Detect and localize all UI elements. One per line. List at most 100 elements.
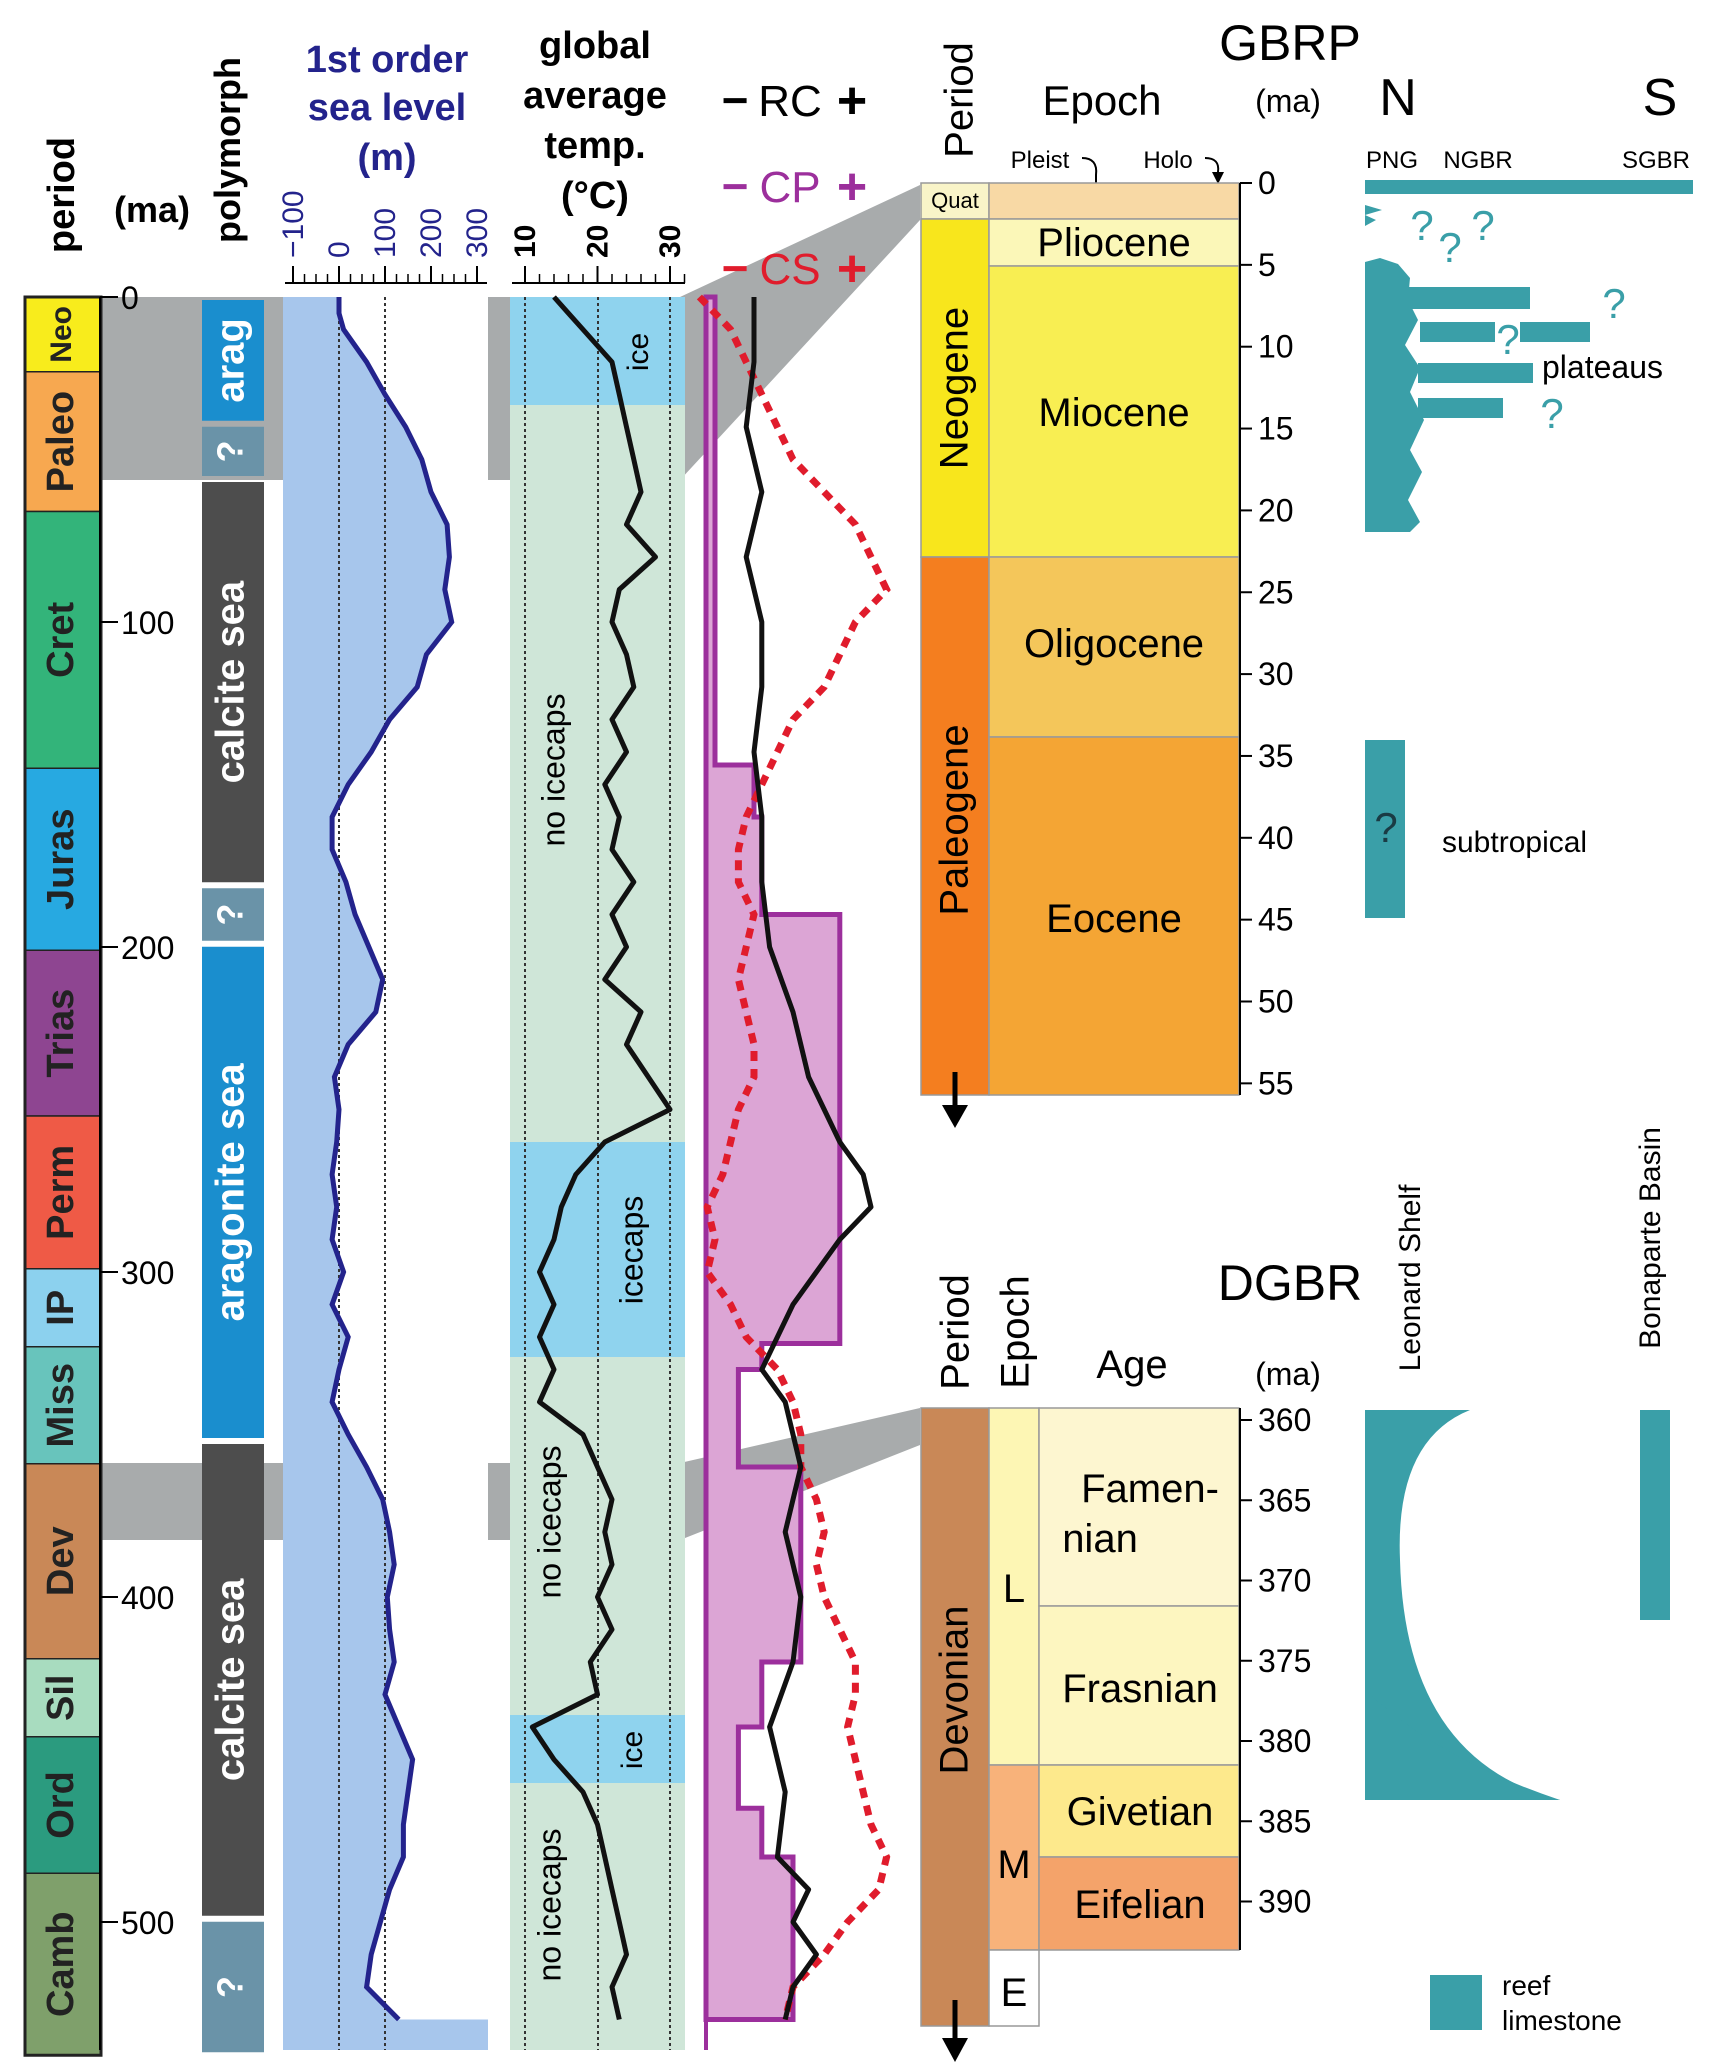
- polymorph-cell: [202, 1444, 264, 1916]
- period-label: Perm: [40, 1145, 82, 1240]
- sea-level-header-3: (m): [357, 137, 416, 179]
- sea-level-tick-label: 100: [369, 208, 402, 258]
- period-cell: [24, 371, 102, 513]
- gbrp-north: N: [1379, 69, 1417, 127]
- period-cell: [24, 1268, 102, 1348]
- devonian-label: Devonian: [933, 1605, 977, 1774]
- age-tick-label: 200: [121, 930, 174, 966]
- paleogene-label: Paleogene: [933, 724, 977, 915]
- temp-label-ice-top: ice: [622, 333, 655, 371]
- question-mark-5: ?: [1496, 316, 1519, 363]
- reef-plateau-bar-4: [1418, 363, 1533, 383]
- famennian-label-2: nian: [1062, 1517, 1138, 1561]
- sea-level-header-1: 1st order: [306, 39, 469, 81]
- reef-png-body: [1365, 258, 1424, 532]
- dgbr-title: DGBR: [1218, 1255, 1362, 1311]
- dgbr-epoch-header: Epoch: [994, 1275, 1038, 1388]
- rc-label: RC: [758, 77, 822, 126]
- dgbr-ma-header: (ma): [1255, 1356, 1321, 1392]
- polymorph-cell: [202, 1921, 264, 2053]
- gbrp-tick-label: 10: [1258, 329, 1294, 365]
- early-epoch-label: E: [1001, 1971, 1028, 2015]
- temp-header-4: (°C): [561, 175, 629, 217]
- gbrp-tick-label: 55: [1258, 1065, 1294, 1101]
- middle-epoch-label: M: [997, 1843, 1030, 1887]
- holo-arrowhead: [1212, 172, 1224, 184]
- period-label: Neo: [45, 306, 78, 363]
- eifelian-label: Eifelian: [1074, 1883, 1205, 1927]
- temp-band-ice-2: [510, 1142, 685, 1357]
- temp-label-noicecaps-1: no icecaps: [535, 694, 571, 847]
- period-label: IP: [40, 1290, 82, 1326]
- cs-curve: [696, 294, 891, 2021]
- givetian-label: Givetian: [1067, 1790, 1214, 1834]
- temp-label-noicecaps-2: no icecaps: [531, 1446, 567, 1599]
- proxy-legend: − RC + − CP + − CS +: [722, 72, 868, 298]
- period-label: Paleo: [40, 391, 82, 492]
- gbrp-tick-label: 35: [1258, 738, 1294, 774]
- quat-epoch-cell: [988, 182, 1240, 220]
- dgbr-tick-label: 365: [1258, 1482, 1311, 1518]
- dgbr-tick-label: 360: [1258, 1402, 1311, 1438]
- rc-minus: −: [722, 74, 749, 126]
- frasnian-cell: [1038, 1605, 1240, 1766]
- temp-header-2: average: [523, 75, 667, 117]
- period-label: Sil: [40, 1675, 82, 1721]
- temp-header-3: temp.: [544, 125, 645, 167]
- gbrp-tick-label: 50: [1258, 984, 1294, 1020]
- question-mark-4: ?: [1602, 280, 1625, 327]
- reef-plateau-bar-1: [1405, 287, 1530, 309]
- leonard-shelf-reef-lower: [1365, 1690, 1560, 1800]
- temp-label-icecaps: icecaps: [613, 1196, 649, 1305]
- quat-label: Quat: [931, 188, 979, 213]
- sea-level-tick-label: 200: [415, 208, 448, 258]
- neogene-cell: [920, 218, 990, 558]
- reef-legend-line1: reef: [1502, 1970, 1550, 2001]
- polymorph-label: ?: [210, 440, 251, 462]
- temp-header-1: global: [539, 25, 651, 67]
- dgbr-tick-label: 385: [1258, 1803, 1311, 1839]
- gbrp-tick-label: 20: [1258, 492, 1294, 528]
- period-cell: [24, 1115, 102, 1270]
- rc-curve: [743, 297, 874, 2021]
- reef-subtropical-bar: [1365, 740, 1405, 918]
- age-tick-label: 100: [121, 605, 174, 641]
- rc-plus: +: [837, 72, 867, 130]
- dgbr-table: DGBR Period Epoch Age (ma) Devonian L M …: [920, 1127, 1670, 2062]
- period-label: Juras: [40, 809, 82, 910]
- reef-sawtooth-top: [1365, 205, 1382, 226]
- polymorph-label: calcite sea: [209, 1578, 253, 1781]
- period-header: period: [41, 137, 83, 253]
- famennian-label-1: Famen-: [1081, 1467, 1219, 1511]
- gbrp-table: GBRP Period Epoch (ma) N S Pleist Holo Q…: [920, 15, 1693, 1128]
- pliocene-cell: [988, 218, 1240, 267]
- cp-plus: +: [837, 158, 867, 216]
- reef-plateau-bar-2: [1420, 322, 1495, 342]
- gbrp-tick-label: 5: [1258, 247, 1276, 283]
- gbrp-tick-label: 30: [1258, 656, 1294, 692]
- gbrp-arrowhead: [942, 1105, 968, 1128]
- bonaparte-basin-reef: [1640, 1410, 1670, 1620]
- frasnian-label: Frasnian: [1062, 1667, 1218, 1711]
- sea-level-curve: [329, 297, 455, 2022]
- cs-label: CS: [759, 245, 820, 294]
- gbrp-epoch-header: Epoch: [1042, 77, 1161, 124]
- famennian-cell: [1038, 1407, 1240, 1607]
- question-mark-6: ?: [1540, 390, 1563, 437]
- gbrp-period-header: Period: [938, 42, 982, 158]
- gbrp-tick-label: 25: [1258, 574, 1294, 610]
- gbrp-south: S: [1643, 69, 1678, 127]
- period-label: Miss: [40, 1363, 82, 1447]
- sea-level-tick-label: 300: [461, 208, 494, 258]
- polymorph-cell: [202, 888, 264, 941]
- temp-tick-label: 20: [582, 225, 615, 258]
- temperature-curve: [529, 295, 673, 2021]
